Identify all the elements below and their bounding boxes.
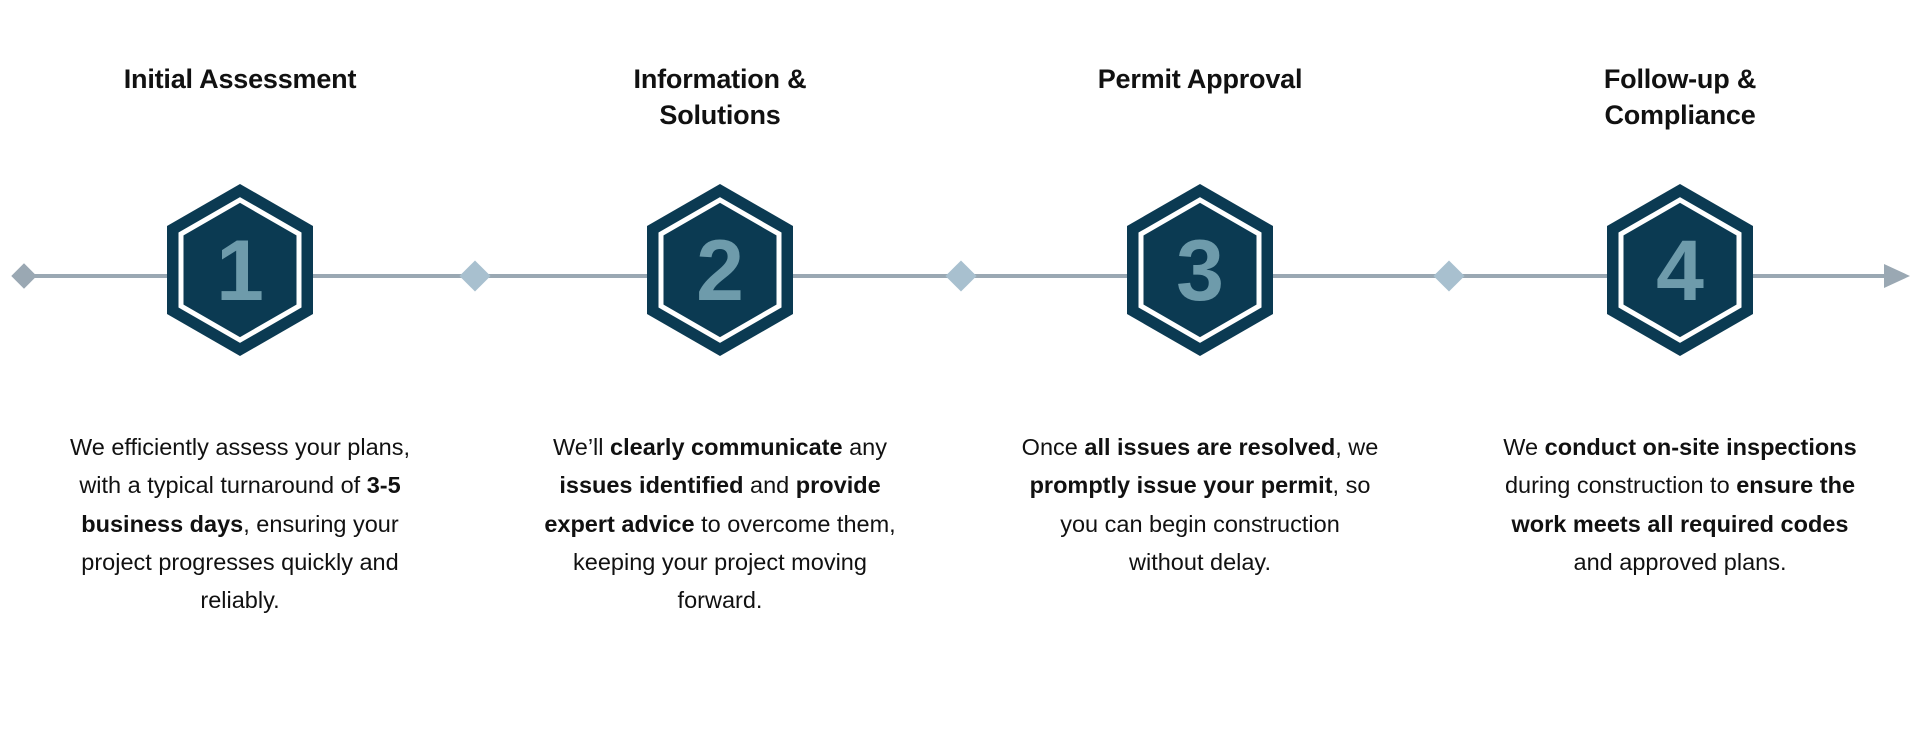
step-item-4: Follow-up & Compliance 4 We conduct on-s… bbox=[1440, 0, 1920, 750]
step-number: 4 bbox=[1656, 223, 1704, 319]
step-badge: 4 bbox=[1605, 182, 1755, 358]
step-number: 3 bbox=[1176, 223, 1224, 319]
step-number: 2 bbox=[696, 223, 744, 319]
step-item-3: Permit Approval 3 Once all issues are re… bbox=[960, 0, 1440, 750]
step-badge: 1 bbox=[165, 182, 315, 358]
step-title: Initial Assessment bbox=[123, 64, 357, 94]
step-badge: 3 bbox=[1125, 182, 1275, 358]
step-title: Permit Approval bbox=[1097, 64, 1303, 94]
hexagon-badge-icon: 4 bbox=[1607, 184, 1753, 356]
step-description: Once all issues are resolved, we promptl… bbox=[1021, 434, 1379, 575]
step-title: Information & Solutions bbox=[633, 64, 807, 130]
hexagon-badge-icon: 2 bbox=[647, 184, 793, 356]
hexagon-badge-icon: 3 bbox=[1127, 184, 1273, 356]
step-item-1: Initial Assessment 1 We efficiently asse… bbox=[0, 0, 480, 750]
hexagon-badge-icon: 1 bbox=[167, 184, 313, 356]
step-badge: 2 bbox=[645, 182, 795, 358]
step-description: We’ll clearly communicate any issues ide… bbox=[544, 434, 896, 614]
step-description: We efficiently assess your plans, with a… bbox=[69, 434, 411, 614]
step-item-2: Information & Solutions 2 We’ll clearly … bbox=[480, 0, 960, 750]
step-description: We conduct on-site inspections during co… bbox=[1503, 434, 1857, 575]
step-number: 1 bbox=[216, 223, 264, 319]
step-title: Follow-up & Compliance bbox=[1603, 64, 1757, 130]
